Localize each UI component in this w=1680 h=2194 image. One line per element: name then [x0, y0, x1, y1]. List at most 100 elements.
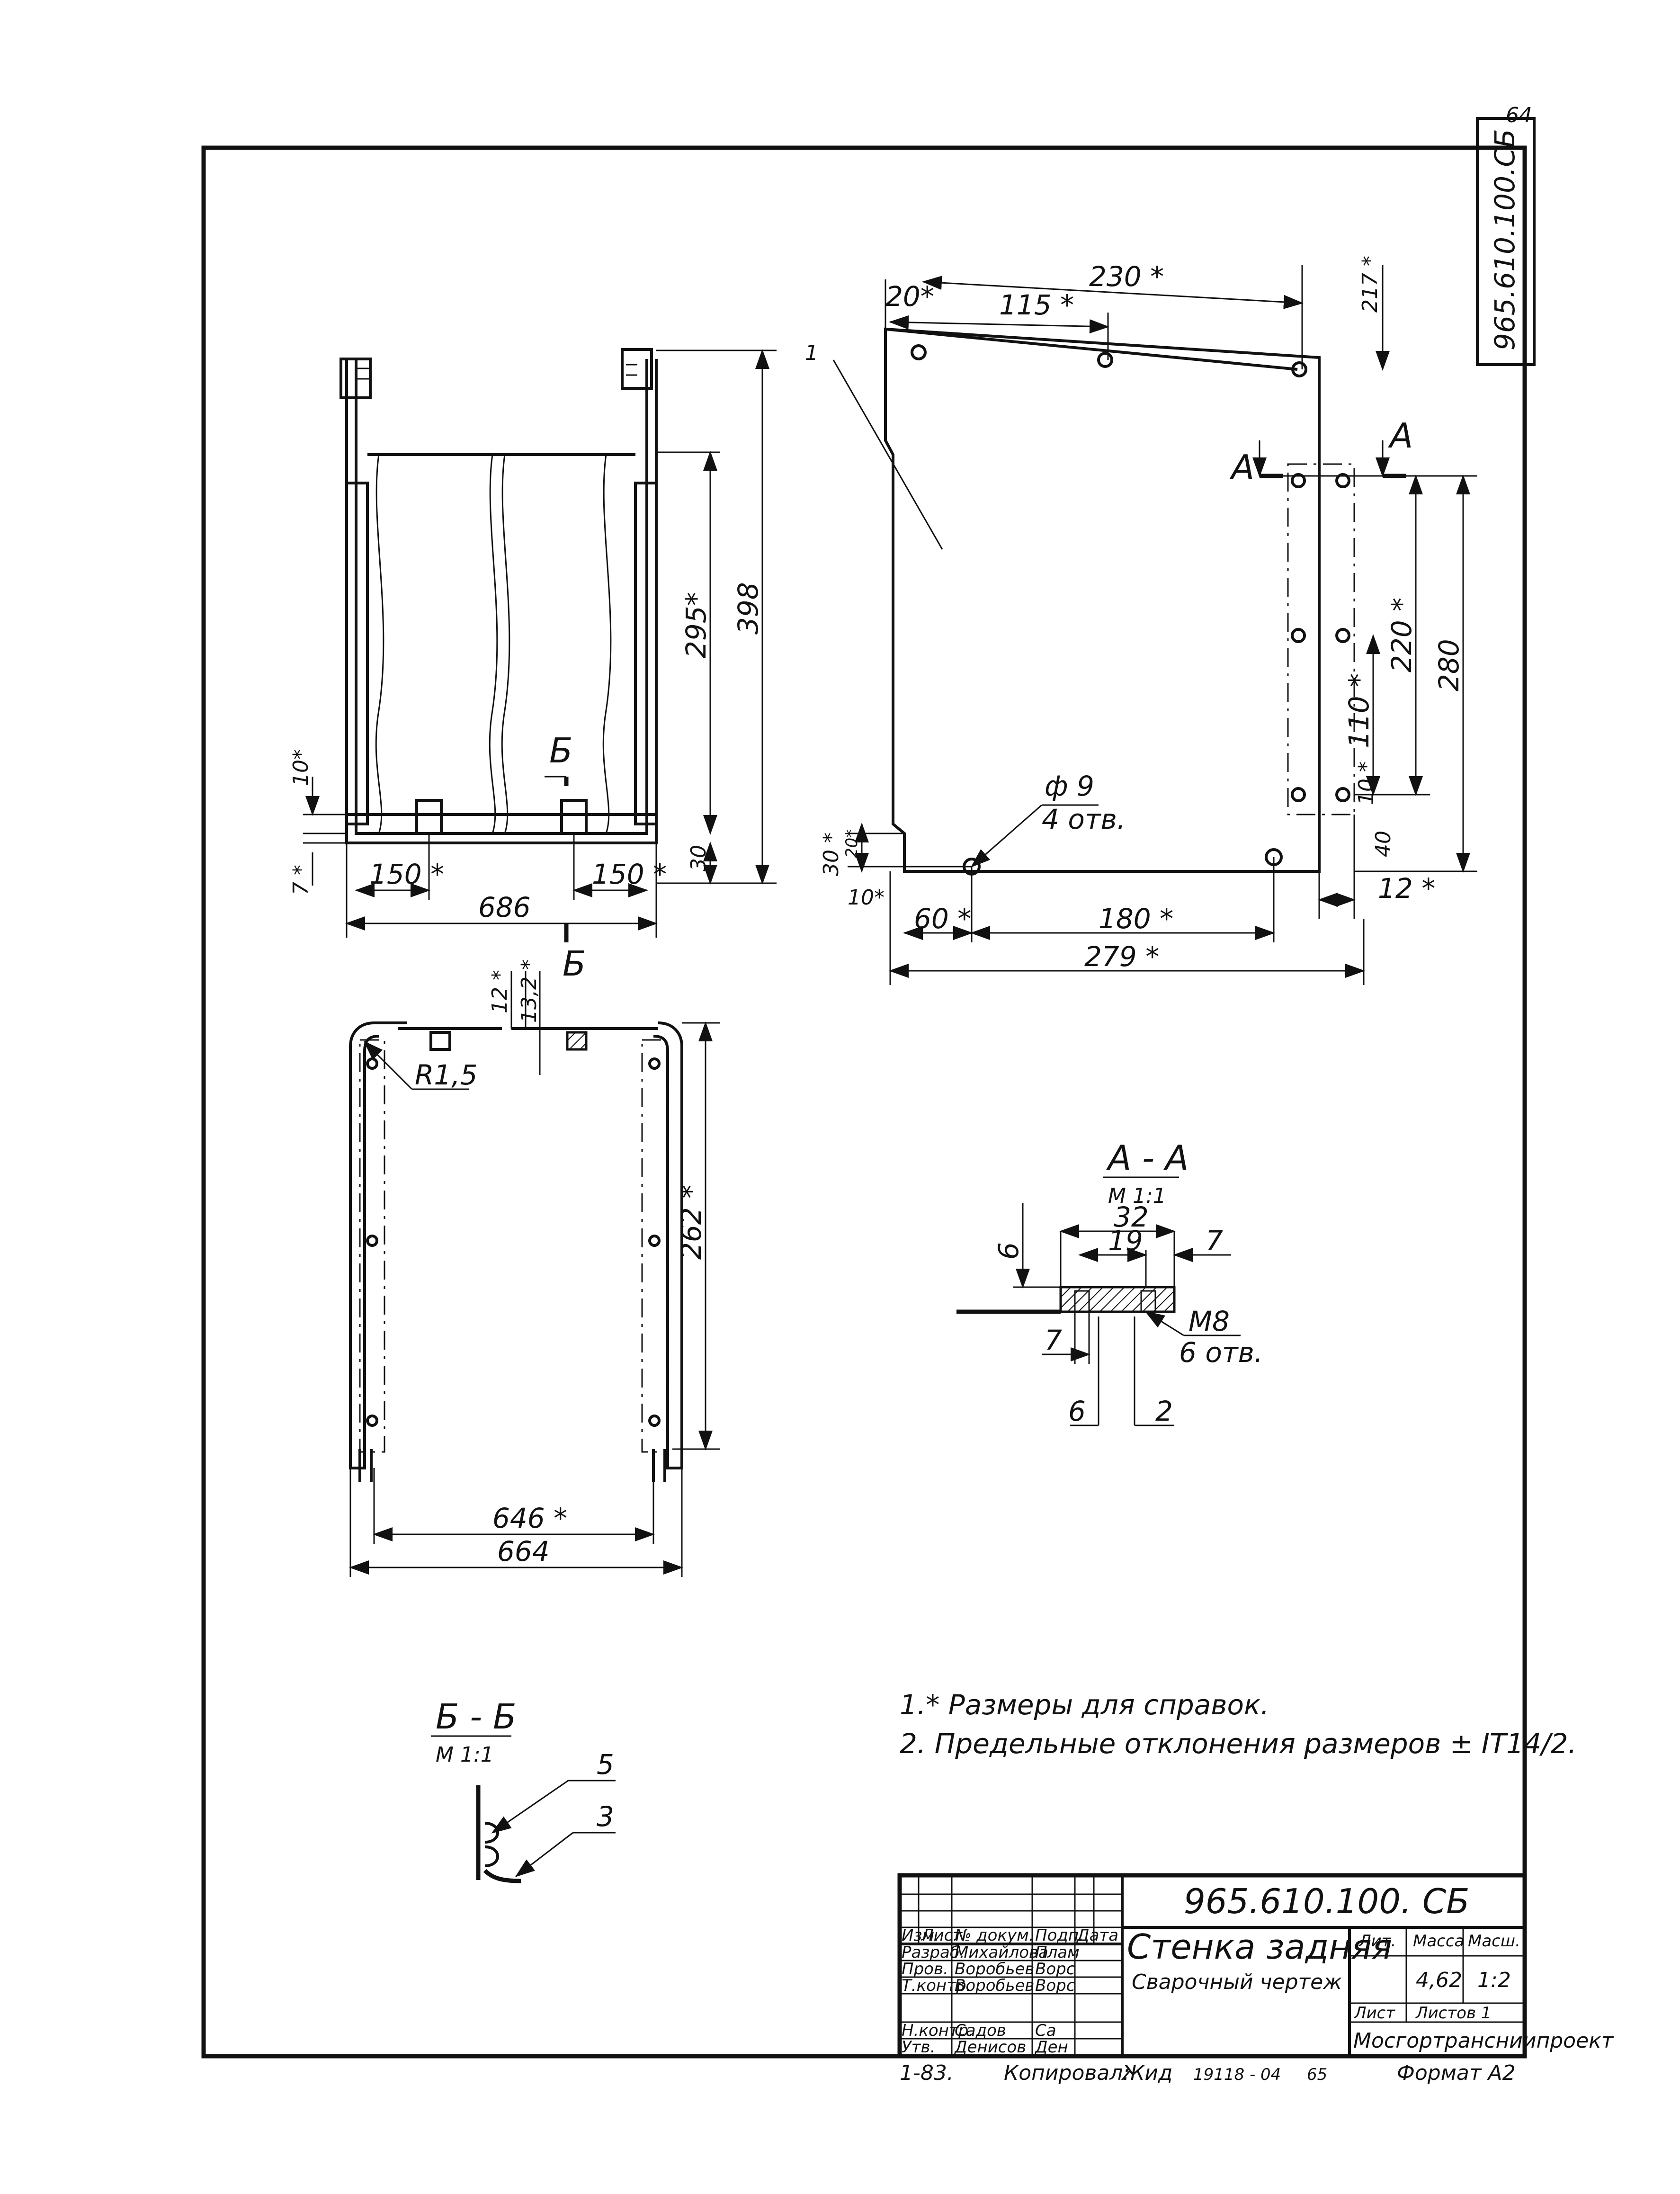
dim-115: 115 * — [999, 289, 1074, 321]
dim-646: 646 * — [492, 1502, 567, 1534]
footer-order: 19118 - 04 — [1193, 2065, 1281, 2084]
dim-40: 40 — [1371, 831, 1395, 857]
dim-10: 10* — [289, 749, 313, 786]
section-bb-scale: М 1:1 — [436, 1743, 494, 1767]
dim-10-side: 10 * — [1354, 761, 1378, 805]
doc-code-box — [1476, 117, 1536, 366]
footer-order-sheet: 65 — [1307, 2065, 1327, 2084]
row-name-1: Михайлова — [955, 1943, 1048, 1962]
organization: Мосгортрансниипроект — [1353, 2029, 1614, 2053]
dim-230: 230 * — [1089, 260, 1164, 293]
leader-5: 5 — [597, 1748, 614, 1781]
row-sign-2: Ворс — [1035, 1960, 1075, 1979]
dim-30: 30 — [687, 845, 711, 871]
dim-10-side-bottom: 10* — [848, 886, 885, 910]
doc-code-vertical: 965.610.100.СБ — [1489, 129, 1521, 350]
sheet-label: Лист — [1353, 2004, 1395, 2023]
dim-13-2: 13,2 * — [517, 959, 541, 1023]
row-name-5: Садов — [955, 2021, 1006, 2040]
row-sign-1: Плам — [1035, 1943, 1080, 1962]
section-aa-scale: М 1:1 — [1108, 1184, 1166, 1208]
cut-a-left: А — [1229, 448, 1254, 487]
cut-b-bottom: Б — [563, 944, 586, 984]
dim-60: 60 * — [914, 903, 971, 935]
footer-format: Формат А2 — [1397, 2061, 1516, 2085]
leader-1: 1 — [805, 341, 818, 365]
note-1: 1.* Размеры для справок. — [900, 1689, 1269, 1721]
dim-19: 19 — [1108, 1225, 1143, 1257]
col-lit: Лит. — [1358, 1932, 1396, 1951]
hole-count: 4 отв. — [1042, 803, 1126, 835]
designation: 965.610.100. СБ — [1184, 1881, 1470, 1921]
dim-664: 664 — [497, 1535, 550, 1567]
technical-notes: 1.* Размеры для справок. 2. Предельные о… — [900, 1689, 1577, 1760]
thread-m8: М8 — [1189, 1305, 1230, 1337]
page-number: 64 — [1506, 103, 1532, 127]
footer-copied-sign: Жид — [1121, 2061, 1172, 2085]
left-bottom-lug — [415, 799, 443, 835]
leader-6: 6 — [1068, 1395, 1086, 1427]
section-bb-title: Б - Б — [436, 1697, 517, 1737]
dim-398: 398 — [732, 582, 764, 635]
row-role-2: Пров. — [902, 1960, 948, 1979]
hdr-list: Лист — [920, 1926, 963, 1945]
dim-20: 20* — [885, 280, 934, 313]
side-view: 1 230 * 115 * 20* 217 * А А 220 * 280 11… — [805, 256, 1477, 985]
hdr-doc: № докум. — [954, 1926, 1034, 1945]
cut-a-right: А — [1388, 416, 1413, 456]
scale-value: 1:2 — [1477, 1968, 1511, 1992]
col-mass: Масса — [1413, 1932, 1464, 1951]
section-b-b: Б - Б М 1:1 5 3 — [431, 1697, 616, 1883]
footer-copied: Копировал: — [1004, 2061, 1130, 2085]
sheets-label: Листов 1 — [1415, 2004, 1491, 2023]
dim-110: 110 * — [1343, 673, 1375, 748]
front-view: 295* 398 30 Б Б 10* 7 * 150 * 150 * 686 — [289, 348, 777, 984]
dim-150-right: 150 * — [592, 858, 667, 890]
dim-295: 295* — [680, 592, 712, 658]
side-strip — [1287, 463, 1355, 815]
top-view: 12 * 13,2 * R1,5 262 * 646 * 664 — [349, 959, 720, 1577]
leader-3: 3 — [597, 1800, 614, 1833]
radius-r1-5: R1,5 — [415, 1059, 478, 1091]
dim-686: 686 — [478, 891, 531, 923]
dim-30-side: 30 * — [819, 833, 843, 876]
dim-20-side: 20* — [842, 830, 861, 858]
drawing-subtitle: Сварочный чертеж — [1132, 1970, 1342, 1994]
dim-6-left: 6 — [992, 1242, 1025, 1260]
row-sign-3: Ворс — [1035, 1976, 1075, 1995]
dim-280: 280 — [1433, 639, 1465, 691]
dim-262: 262 * — [675, 1185, 707, 1260]
footer: 1-83. Копировал: Жид 19118 - 04 65 Форма… — [900, 2061, 1516, 2085]
row-role-6: Утв. — [902, 2038, 935, 2057]
row-name-3: Воробьев — [955, 1976, 1034, 1995]
dim-12-side: 12 * — [1378, 872, 1435, 904]
right-top-tab — [621, 348, 653, 390]
right-bottom-lug — [560, 799, 588, 835]
cut-b-top: Б — [549, 731, 572, 770]
row-role-5: Н.контр. — [902, 2021, 974, 2040]
hdr-izm: Изм. — [902, 1926, 939, 1945]
section-a-a: А - А М 1:1 32 19 7 6 7 М8 6 отв. 6 2 — [956, 1138, 1263, 1427]
hdr-date: Дата — [1076, 1926, 1118, 1945]
dim-7-right: 7 — [1206, 1225, 1223, 1257]
row-sign-5: Са — [1035, 2021, 1056, 2040]
hdr-sign: Подп. — [1035, 1926, 1084, 1945]
dim-7: 7 * — [289, 865, 313, 895]
row-role-1: Разраб. — [902, 1943, 965, 1962]
col-scale: Масш. — [1468, 1932, 1520, 1951]
dim-279: 279 * — [1084, 940, 1159, 973]
thread-count: 6 отв. — [1179, 1336, 1263, 1369]
dim-180: 180 * — [1099, 903, 1173, 935]
drawing-frame: 64 965.610.100.СБ — [201, 103, 1536, 2059]
row-name-2: Воробьев — [955, 1960, 1034, 1979]
dim-150-left: 150 * — [369, 858, 444, 890]
dim-12-top: 12 * — [488, 970, 512, 1013]
dim-220: 220 * — [1385, 598, 1418, 672]
mass-value: 4,62 — [1416, 1968, 1462, 1992]
row-role-3: Т.контр. — [902, 1976, 971, 1995]
dim-217: 217 * — [1358, 256, 1382, 313]
row-name-6: Денисов — [954, 2038, 1026, 2057]
footer-code: 1-83. — [900, 2061, 954, 2085]
hole-diameter: ф 9 — [1045, 770, 1094, 802]
